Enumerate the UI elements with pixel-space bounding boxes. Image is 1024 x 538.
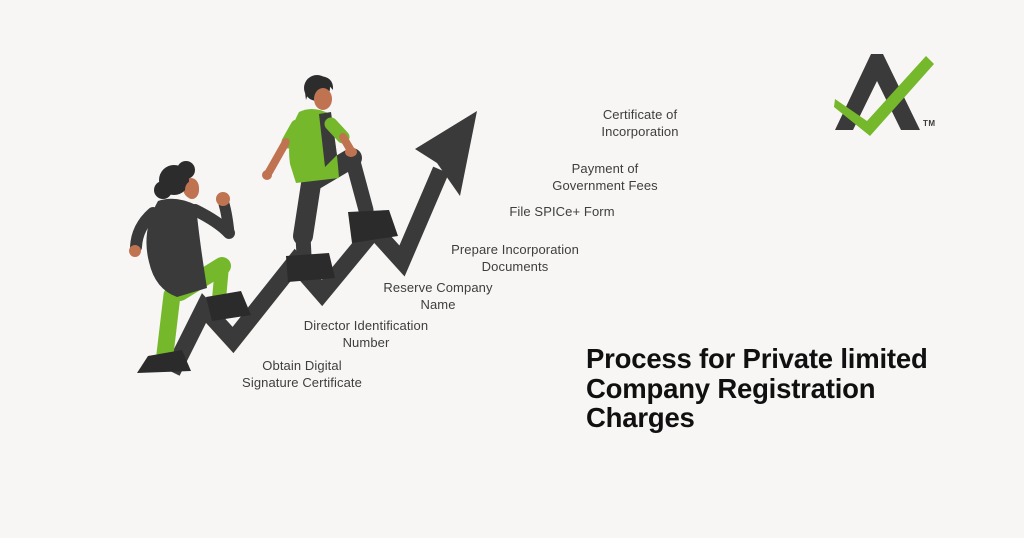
step-label-din: Director Identification Number bbox=[303, 318, 429, 350]
step-label-file-spice-form: File SPICe+ Form bbox=[509, 204, 615, 219]
step-label-certificate: Certificate of Incorporation bbox=[601, 107, 679, 139]
climber-1-illustration bbox=[129, 161, 251, 373]
climber-2-illustration bbox=[262, 75, 398, 282]
brand-logo bbox=[834, 54, 934, 136]
step-label-reserve-name: Reserve Company Name bbox=[383, 280, 493, 312]
step-label-payment-fees: Payment of Government Fees bbox=[552, 161, 658, 193]
trademark-symbol: TM bbox=[923, 119, 936, 128]
page-title: Process for Private limited Company Regi… bbox=[586, 343, 928, 433]
checkmark-icon bbox=[834, 56, 934, 136]
step-label-prepare-documents: Prepare Incorporation Documents bbox=[451, 242, 579, 274]
step-label-obtain-dsc: Obtain Digital Signature Certificate bbox=[242, 358, 362, 390]
letter-a-icon bbox=[835, 54, 920, 130]
